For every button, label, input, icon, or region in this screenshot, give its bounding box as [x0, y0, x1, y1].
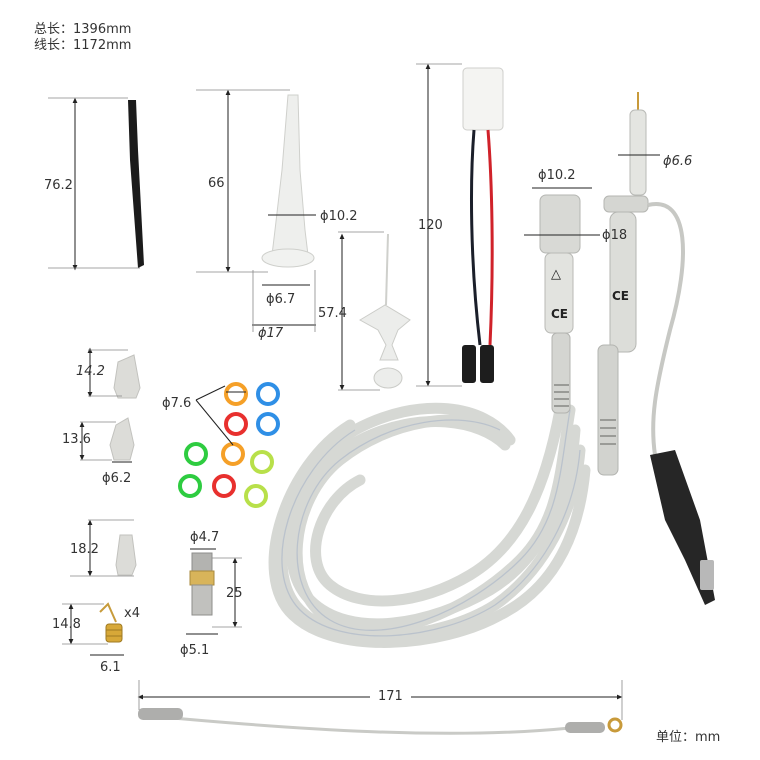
color-ring — [256, 412, 280, 436]
cap-1 — [113, 354, 141, 399]
spring-quantity: x4 — [124, 606, 140, 621]
coax-adapter — [189, 552, 215, 616]
hook-tip — [261, 94, 315, 268]
color-ring — [178, 474, 202, 498]
probe-main: △ CE — [539, 194, 581, 414]
dim-cap3-length: 18.2 — [70, 542, 99, 557]
probe-secondary: CE — [597, 92, 715, 605]
dim-ground-lead-length: 171 — [370, 689, 411, 704]
dim-lead-length: 120 — [418, 218, 443, 233]
ground-spring — [99, 602, 123, 643]
dim-cap2-diameter: ϕ6.2 — [102, 471, 132, 486]
dim-hook-base-diameter: ϕ17 — [258, 326, 284, 341]
warning-icon: △ — [551, 267, 561, 282]
color-ring — [212, 474, 236, 498]
color-ring — [221, 442, 245, 466]
dim-probe-tip-diameter: ϕ6.6 — [663, 154, 693, 169]
ce-mark-icon: CE — [612, 289, 629, 303]
cable-length-label: 线长：1172mm — [34, 38, 132, 53]
dim-adapter-top-diameter: ϕ4.7 — [190, 530, 220, 545]
dim-hook-length: 66 — [208, 176, 225, 191]
color-ring — [224, 382, 248, 406]
dim-cap2-length: 13.6 — [62, 432, 91, 447]
color-rings — [178, 382, 280, 508]
dim-adapter-length: 25 — [226, 586, 243, 601]
color-ring — [250, 450, 274, 474]
dim-grabber-length: 57.4 — [318, 306, 347, 321]
ground-lead — [138, 708, 623, 735]
dim-spring-width: 6.1 — [100, 660, 121, 675]
dim-probe-body-diameter: ϕ18 — [602, 228, 628, 243]
dim-hook-diameter: ϕ10.2 — [320, 209, 358, 224]
cap-3 — [115, 534, 137, 576]
color-ring — [244, 484, 268, 508]
coiled-cable — [268, 402, 591, 648]
unit-note: 单位：mm — [656, 730, 721, 745]
ce-mark-icon: CE — [551, 307, 568, 321]
adapter-lead — [462, 67, 504, 383]
dim-ring-diameter: ϕ7.6 — [162, 396, 192, 411]
dim-adapter-bottom-diameter: ϕ5.1 — [180, 643, 210, 658]
dim-tip-length: 76.2 — [44, 178, 73, 193]
color-ring — [224, 412, 248, 436]
total-length-label: 总长：1396mm — [34, 22, 132, 37]
dim-hook-inner-diameter: ϕ6.7 — [266, 292, 296, 307]
dim-probe-head-diameter: ϕ10.2 — [538, 168, 576, 183]
black-probe-tip — [128, 100, 144, 268]
dim-spring-length: 14.8 — [52, 617, 81, 632]
grabber-clip — [359, 233, 411, 389]
color-ring — [256, 382, 280, 406]
color-ring — [184, 442, 208, 466]
cap-2 — [109, 417, 135, 461]
dim-cap1-length: 14.2 — [76, 364, 105, 379]
